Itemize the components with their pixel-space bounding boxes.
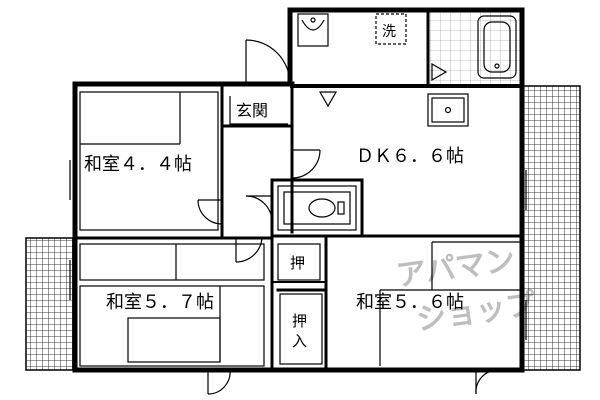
watermark-line1: アパマン [394, 243, 517, 294]
balcony-left [25, 237, 77, 371]
closet-label-lower-1: 押 [292, 312, 307, 330]
room-label-dk-6-6: ＤＫ６．６帖 [356, 146, 464, 167]
balcony-right [521, 85, 581, 371]
entrance-label: 玄関 [236, 101, 268, 120]
walls [72, 7, 525, 373]
interior-details [69, 13, 527, 395]
closet-label-upper: 押 [290, 254, 305, 272]
room-label-washitsu-5-6: 和室５．６帖 [356, 292, 464, 313]
room-label-washitsu-5-7: 和室５．７帖 [106, 292, 214, 313]
closet-label-lower-2: 入 [292, 332, 307, 350]
washer-label: 洗 [382, 24, 396, 40]
room-label-washitsu-4-4: 和室４．４帖 [84, 154, 192, 175]
